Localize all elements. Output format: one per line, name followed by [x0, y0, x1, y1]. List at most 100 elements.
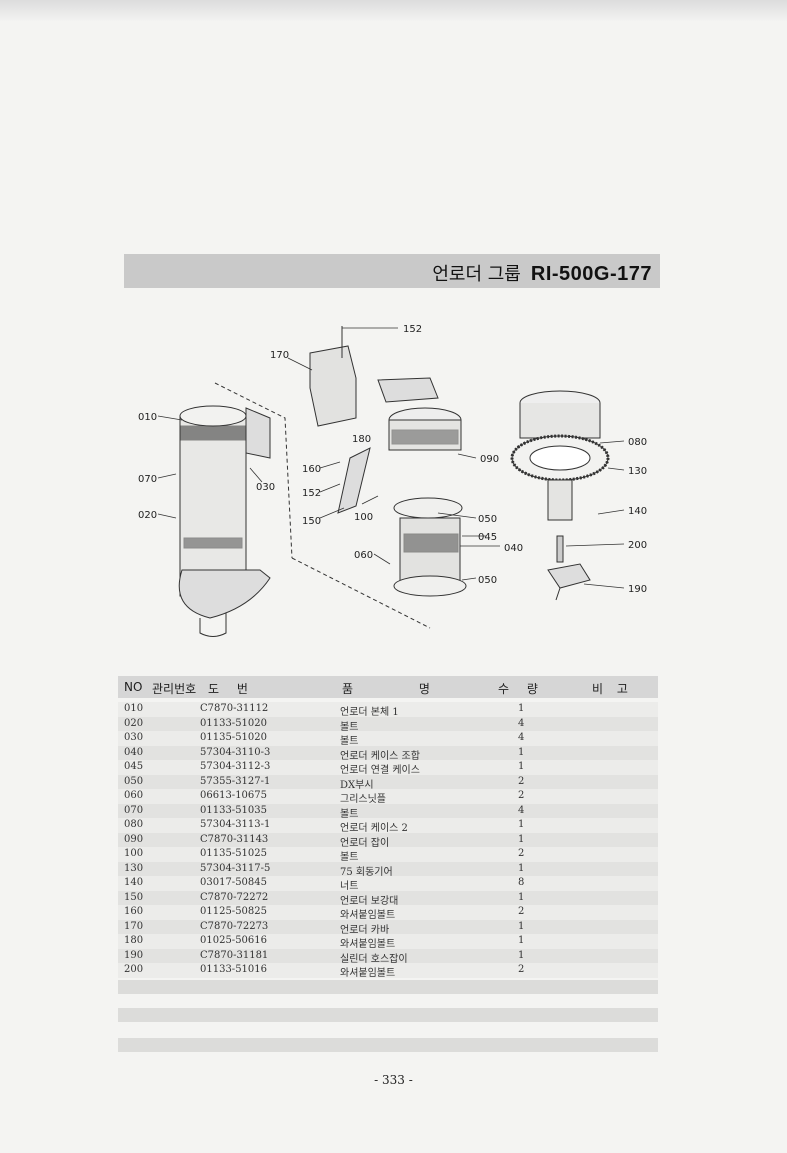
row-name: 볼트 — [340, 736, 359, 747]
washer-bolt-200 — [556, 535, 564, 563]
row-part: C7870-72272 — [200, 891, 269, 903]
row-no: 160 — [124, 906, 144, 917]
row-name: 너트 — [340, 881, 359, 892]
unloader-body — [179, 415, 247, 597]
case-connector — [403, 533, 459, 553]
row-no: 010 — [124, 703, 144, 714]
row-name: 언로더 케이스 2 — [340, 823, 408, 834]
col-qty: 수 량 — [498, 682, 538, 696]
row-qty: 2 — [518, 790, 525, 801]
hose-holder — [547, 563, 591, 589]
table-row: 190 C7870-31181 실린더 호스잡이 1 — [118, 948, 658, 965]
diagram-svg: 152 170 010 180 080 090 130 160 070 030 … — [138, 324, 647, 637]
col-remark: 비 고 — [592, 682, 628, 696]
callout-050b: 050 — [478, 575, 497, 586]
row-qty: 1 — [518, 819, 525, 830]
row-no: 040 — [124, 746, 144, 758]
row-name: 와셔붙임볼트 — [340, 968, 396, 979]
lower-flange — [183, 537, 243, 549]
callout-030: 030 — [256, 482, 275, 493]
row-part: 06613-10675 — [200, 790, 268, 801]
row-no: 180 — [124, 935, 144, 946]
row-name: 볼트 — [340, 852, 359, 863]
callout-045: 045 — [478, 532, 497, 543]
exploded-parts-diagram: 152 170 010 180 080 090 130 160 070 030 … — [120, 308, 660, 658]
row-part: 57304-3113-1 — [200, 819, 271, 830]
callout-152: 152 — [403, 324, 422, 335]
callout-140: 140 — [628, 506, 647, 517]
row-name: 실린더 호스잡이 — [340, 953, 408, 965]
callout-150: 150 — [302, 516, 321, 527]
row-qty: 2 — [518, 906, 525, 917]
row-part: 01135-51020 — [200, 732, 268, 743]
row-name: 볼트 — [340, 721, 359, 733]
row-no: 100 — [124, 848, 144, 859]
flange-band — [179, 425, 247, 441]
row-qty: 1 — [518, 746, 525, 758]
col-name: 품 명 — [342, 682, 430, 696]
row-no: 130 — [124, 862, 144, 874]
row-qty: 1 — [518, 833, 525, 845]
row-part: 01125-50825 — [200, 906, 268, 917]
callout-080: 080 — [628, 437, 647, 448]
unloader-body-top — [179, 405, 247, 427]
row-name: DX부시 — [340, 779, 374, 791]
row-part: 03017-50845 — [200, 877, 268, 888]
callout-100: 100 — [354, 512, 373, 523]
unloader-bracket — [377, 377, 439, 403]
row-no: 140 — [124, 877, 144, 888]
row-part: C7870-31181 — [200, 949, 269, 961]
row-part: 01135-51025 — [200, 848, 268, 859]
side-bracket — [245, 407, 271, 459]
parts-table-header: NO 관리번호 도 번 품 명 수 량 비 고 — [118, 676, 658, 698]
row-no: 170 — [124, 920, 144, 932]
dx-bush-lower — [393, 575, 467, 597]
row-name: 볼트 — [340, 808, 359, 820]
outlet-spout — [199, 613, 227, 637]
model-code: RI-500G-177 — [530, 263, 652, 285]
row-name: 와셔붙임볼트 — [340, 939, 396, 950]
reinforcement-bar — [337, 447, 371, 514]
blank-row-band — [118, 980, 658, 994]
row-part: C7870-72273 — [200, 920, 269, 932]
row-qty: 4 — [518, 717, 525, 729]
blank-row-band — [118, 1008, 658, 1022]
callout-160: 160 — [302, 464, 321, 475]
row-no: 090 — [124, 833, 144, 845]
callout-070: 070 — [138, 474, 157, 485]
row-qty: 1 — [518, 920, 525, 932]
row-name: 언로더 잡이 — [340, 837, 390, 849]
row-no: 080 — [124, 819, 144, 830]
blank-row-band — [118, 1038, 658, 1052]
row-no: 060 — [124, 790, 144, 801]
callout-050a: 050 — [478, 514, 497, 525]
row-qty: 1 — [518, 935, 525, 946]
row-no: 045 — [124, 761, 144, 772]
callout-040: 040 — [504, 543, 523, 554]
gear-hub — [529, 445, 591, 471]
col-no: NO — [124, 680, 143, 694]
row-qty: 1 — [518, 949, 525, 961]
callout-090: 090 — [480, 454, 499, 465]
elbow-outlet — [178, 569, 271, 619]
gear-shaft — [547, 479, 573, 521]
callout-200: 200 — [628, 540, 647, 551]
hose-holder-leg — [555, 587, 561, 601]
row-no: 190 — [124, 949, 144, 961]
callout-180: 180 — [352, 434, 371, 445]
